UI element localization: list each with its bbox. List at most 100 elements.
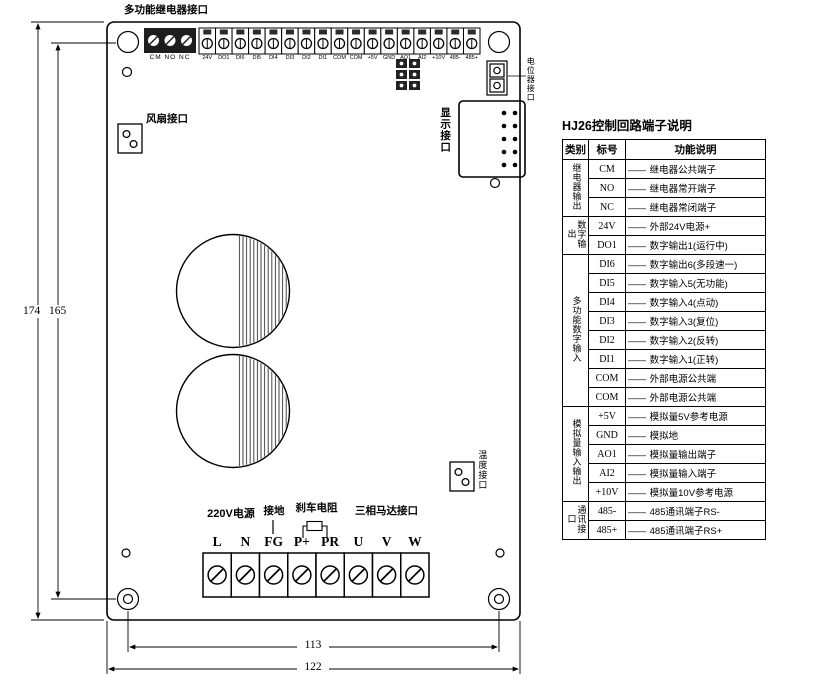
top-terminal-label: DI4 bbox=[269, 54, 278, 61]
dim-height-outer: 174 bbox=[21, 305, 43, 318]
category-label: 多功能数字输入 bbox=[571, 295, 582, 363]
category-cell: 通讯接口 bbox=[562, 501, 589, 540]
table-row: AI2—— 模拟量输入端子 bbox=[563, 463, 766, 483]
table-row: 485+—— 485通讯端子RS+ bbox=[563, 520, 766, 540]
top-terminal-label: DI5 bbox=[252, 54, 262, 61]
top-terminal-label: +10V bbox=[432, 54, 446, 61]
table-row: DI2—— 数字输入2(反转) bbox=[563, 330, 766, 350]
motor-group-label: 三相马达接口 bbox=[355, 505, 418, 517]
terminal-code: DI5 bbox=[588, 273, 626, 293]
terminal-description: —— 数字输出6(多段速一) bbox=[625, 254, 766, 274]
dash-prefix: —— bbox=[628, 431, 646, 442]
ground-group-label: 接地 bbox=[263, 505, 285, 517]
table-row: NO—— 继电器常开端子 bbox=[563, 178, 766, 198]
description-text: 数字输出6(多段速一) bbox=[647, 260, 738, 271]
temperature-connector-icon bbox=[449, 461, 475, 492]
brake-resistor-symbol bbox=[302, 520, 328, 538]
terminal-description: —— 数字输入4(点动) bbox=[625, 292, 766, 312]
table-row: GND—— 模拟地 bbox=[563, 425, 766, 445]
top-terminal-label: DI1 bbox=[318, 54, 328, 61]
category-label: 通讯接口 bbox=[566, 504, 587, 534]
dash-prefix: —— bbox=[628, 393, 646, 404]
category-cell: 模拟量输入输出 bbox=[562, 406, 589, 502]
terminal-description: —— 485通讯端子RS- bbox=[625, 501, 766, 521]
category-label: 继电器输出 bbox=[571, 162, 582, 211]
description-text: 模拟地 bbox=[647, 431, 679, 442]
dash-prefix: —— bbox=[628, 412, 646, 423]
bottom-terminal-label: PR bbox=[321, 534, 340, 549]
table-row: COM—— 外部电源公共端 bbox=[563, 368, 766, 388]
top-terminal-label: DI2 bbox=[302, 54, 311, 61]
top-terminal-label: DI6 bbox=[236, 54, 245, 61]
top-terminal-label: 485+ bbox=[465, 54, 478, 61]
category-cell: 继电器输出 bbox=[562, 159, 589, 217]
top-terminal-strip bbox=[198, 27, 481, 55]
category-cell: 多功能数字输入 bbox=[562, 254, 589, 407]
table-header-row: 类别 标号 功能说明 bbox=[562, 139, 766, 160]
top-terminal-label: DO1 bbox=[218, 54, 230, 61]
top-terminal-label: COM bbox=[333, 54, 346, 61]
terminal-description: —— 外部电源公共端 bbox=[625, 368, 766, 388]
terminal-description: —— 模拟量10V参考电源 bbox=[625, 482, 766, 502]
terminal-code: NC bbox=[588, 197, 626, 217]
table-row: DO1—— 数字输出1(运行中) bbox=[563, 235, 766, 255]
terminal-description: —— 外部24V电源+ bbox=[625, 216, 766, 236]
terminal-code: +5V bbox=[588, 406, 626, 426]
description-text: 485通讯端子RS+ bbox=[647, 526, 723, 537]
terminal-code: DO1 bbox=[588, 235, 626, 255]
table-row: DI3—— 数字输入3(复位) bbox=[563, 311, 766, 331]
terminal-code: COM bbox=[588, 368, 626, 388]
description-text: 模拟量输入端子 bbox=[647, 469, 717, 480]
dash-prefix: —— bbox=[628, 507, 646, 518]
terminal-code: COM bbox=[588, 387, 626, 407]
power-group-label: 220V电源 bbox=[207, 508, 255, 520]
brake-group-label: 刹车电阻 bbox=[295, 502, 338, 514]
bottom-terminal-label: V bbox=[381, 534, 392, 549]
description-text: 模拟量5V参考电源 bbox=[647, 412, 728, 423]
top-terminal-label: AO1 bbox=[400, 54, 412, 61]
description-text: 外部电源公共端 bbox=[647, 374, 717, 385]
terminal-code: AI2 bbox=[588, 463, 626, 483]
terminal-description: —— 模拟量输出端子 bbox=[625, 444, 766, 464]
terminal-code: +10V bbox=[588, 482, 626, 502]
description-text: 数字输入4(点动) bbox=[647, 298, 719, 309]
dash-prefix: —— bbox=[628, 260, 646, 271]
category-cell: 数字输出 bbox=[562, 216, 589, 255]
dash-prefix: —— bbox=[628, 488, 646, 499]
description-text: 继电器公共端子 bbox=[647, 165, 717, 176]
fan-connector-icon bbox=[117, 123, 143, 154]
header-code: 标号 bbox=[588, 139, 626, 160]
terminal-code: GND bbox=[588, 425, 626, 445]
dim-width-outer: 122 bbox=[297, 661, 329, 674]
jumper-block-icon bbox=[396, 59, 420, 90]
terminal-description: —— 外部电源公共端 bbox=[625, 387, 766, 407]
relay-terminal-block-icon bbox=[144, 28, 196, 53]
bottom-terminal-label: P+ bbox=[293, 534, 310, 549]
dash-prefix: —— bbox=[628, 469, 646, 480]
terminal-code: DI1 bbox=[588, 349, 626, 369]
terminal-description: —— 数字输入3(复位) bbox=[625, 311, 766, 331]
terminal-code: AO1 bbox=[588, 444, 626, 464]
description-text: 模拟量输出端子 bbox=[647, 450, 717, 461]
table-row: AO1—— 模拟量输出端子 bbox=[563, 444, 766, 464]
dash-prefix: —— bbox=[628, 298, 646, 309]
description-text: 数字输入5(无功能) bbox=[647, 279, 728, 290]
terminal-description: —— 485通讯端子RS+ bbox=[625, 520, 766, 540]
dash-prefix: —— bbox=[628, 450, 646, 461]
bottom-terminal-label: U bbox=[353, 534, 364, 549]
dash-prefix: —— bbox=[628, 184, 646, 195]
description-text: 外部电源公共端 bbox=[647, 393, 717, 404]
dash-prefix: —— bbox=[628, 355, 646, 366]
fan-interface-label: 风扇接口 bbox=[146, 113, 188, 125]
header-category: 类别 bbox=[562, 139, 589, 160]
description-text: 数字输出1(运行中) bbox=[647, 241, 728, 252]
terminal-description: —— 数字输入2(反转) bbox=[625, 330, 766, 350]
dash-prefix: —— bbox=[628, 165, 646, 176]
terminal-description: —— 继电器常闭端子 bbox=[625, 197, 766, 217]
dash-prefix: —— bbox=[628, 526, 646, 537]
